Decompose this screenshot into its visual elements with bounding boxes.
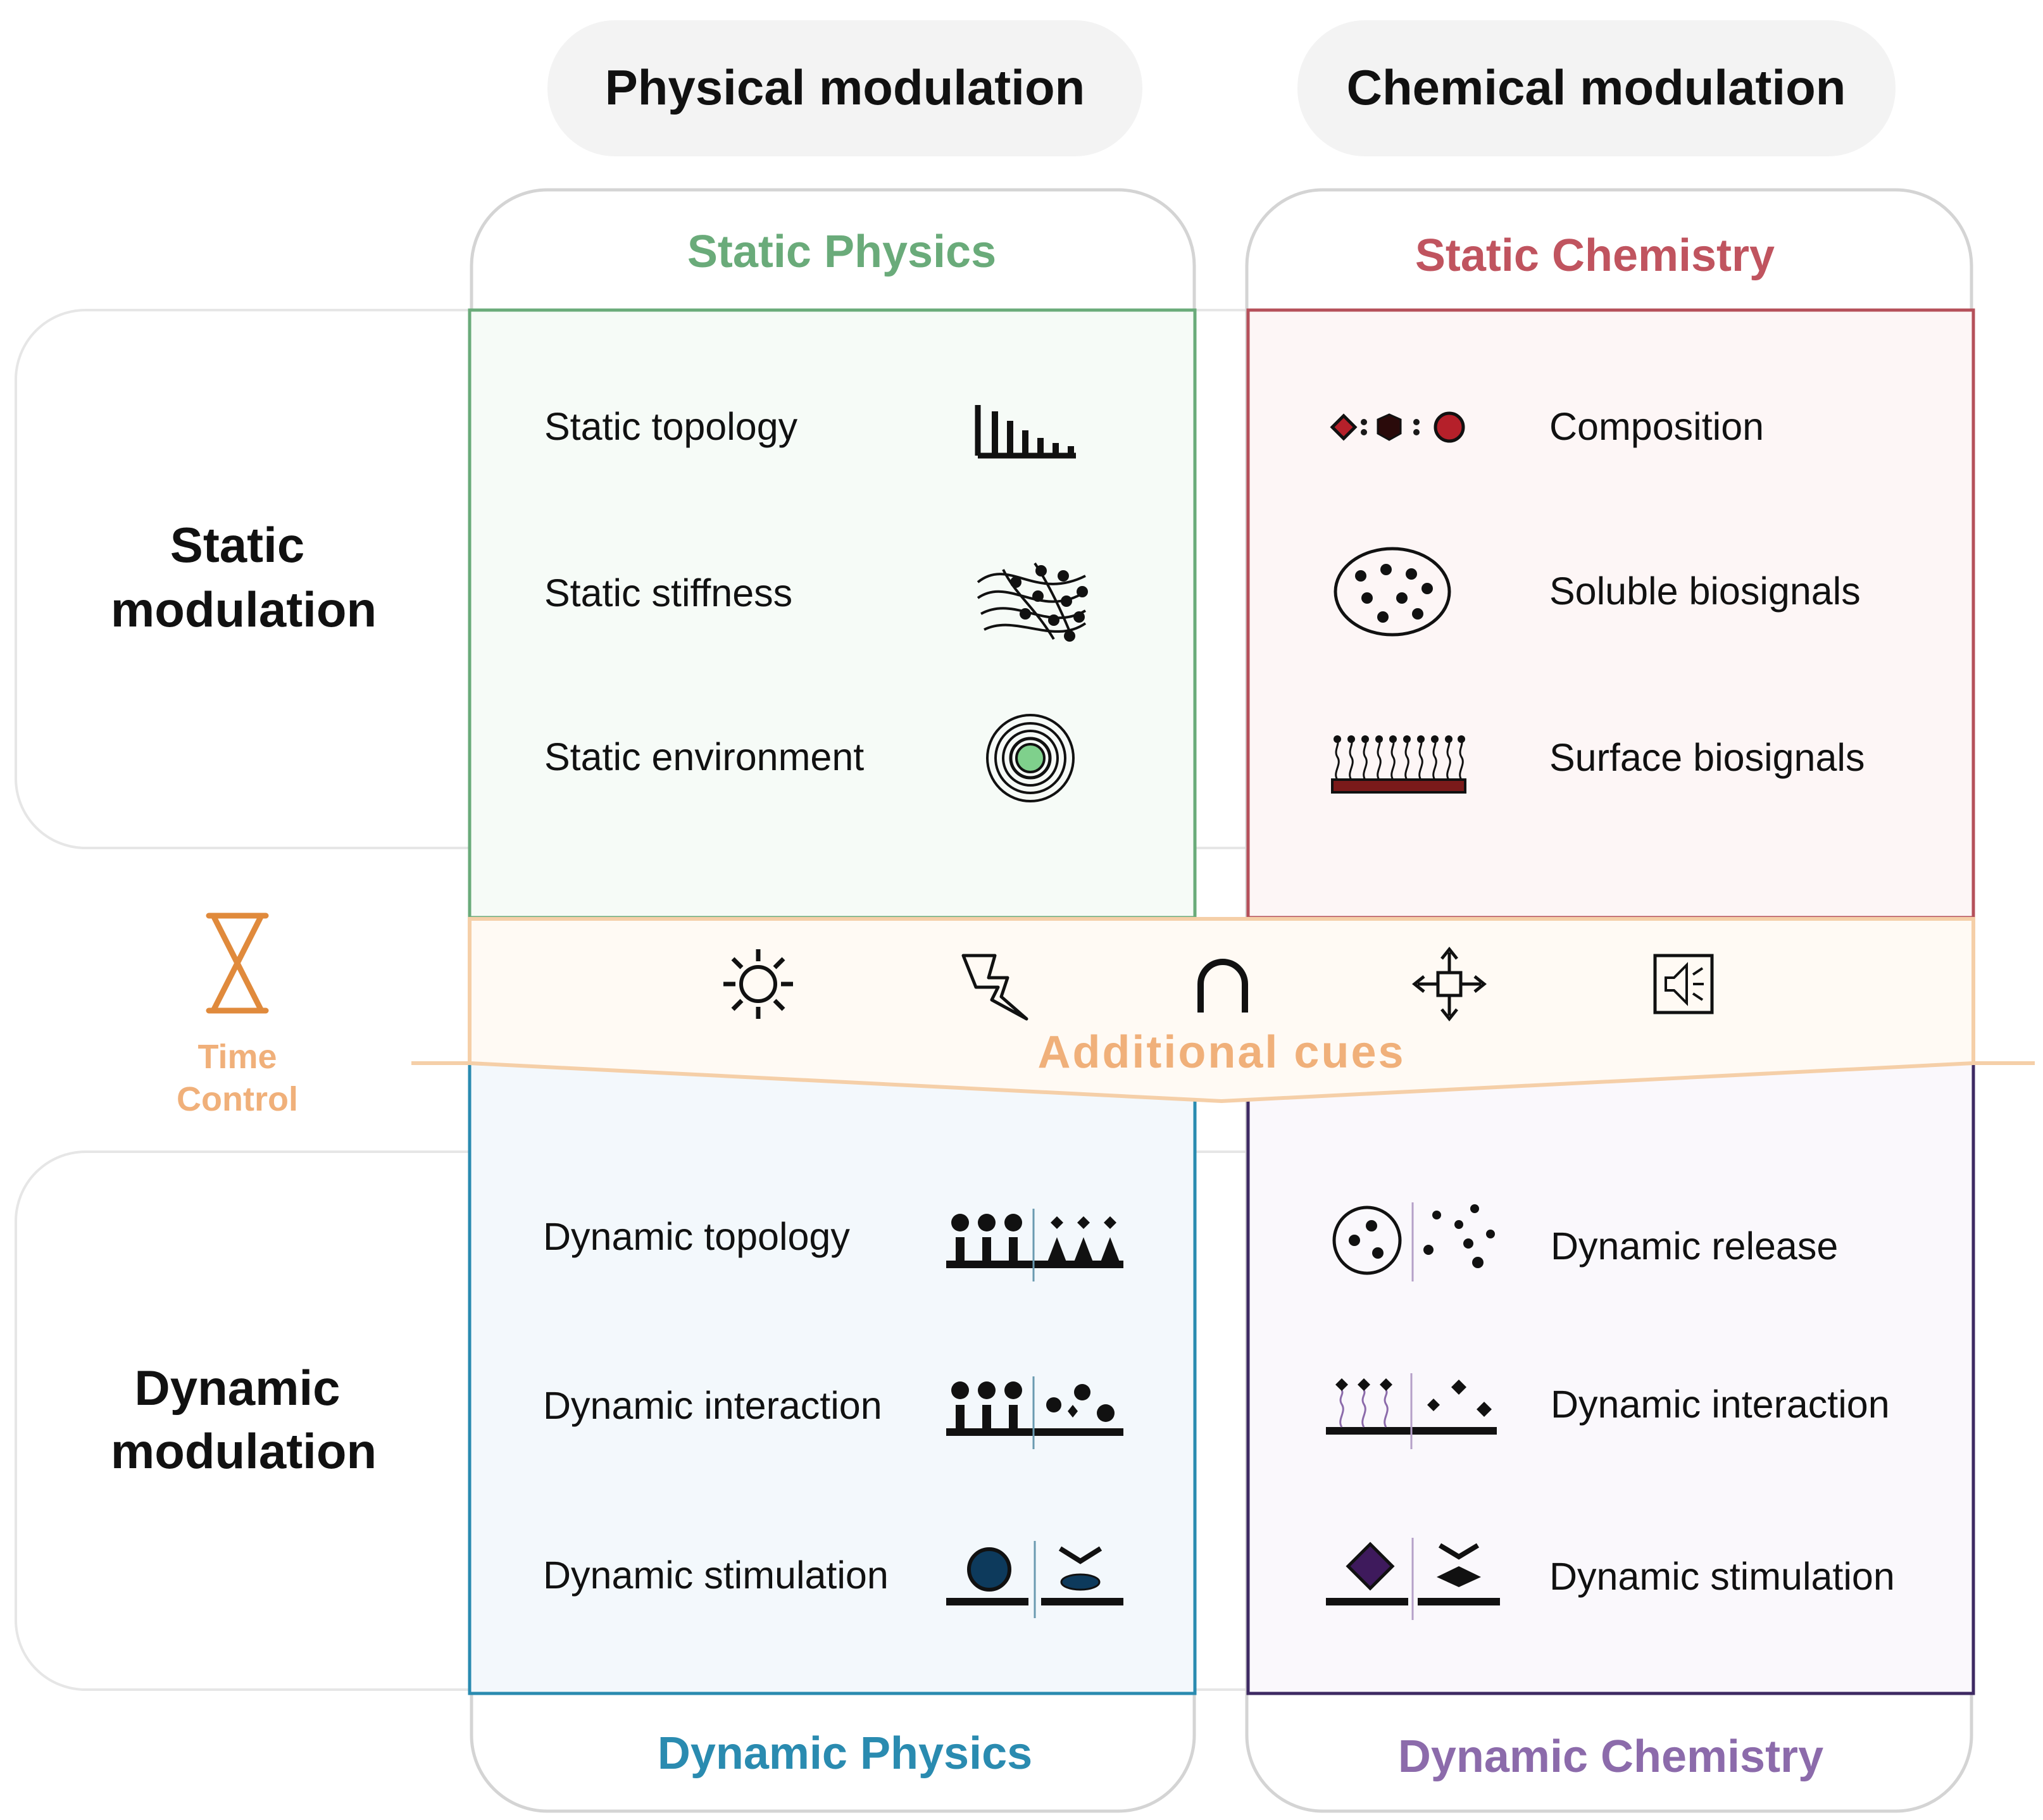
dynamic-stimulation-chemistry-label: Dynamic stimulation <box>1549 1555 1895 1598</box>
dynamic-release-icon <box>1332 1202 1495 1281</box>
chemical-modulation-header: Chemical modulation <box>1297 20 1896 156</box>
composition-label: Composition <box>1549 405 1764 448</box>
surface-biosignals-label: Surface biosignals <box>1549 736 1865 779</box>
soluble-biosignals-label: Soluble biosignals <box>1549 570 1861 613</box>
dynamic-release-label: Dynamic release <box>1551 1225 1838 1268</box>
dynamic-interaction-physics-label: Dynamic interaction <box>543 1384 882 1427</box>
static-chemistry-title: Static Chemistry <box>1415 230 1775 281</box>
dynamic-chemistry-title: Dynamic Chemistry <box>1398 1731 1823 1782</box>
dynamic-stimulation-physics-icon <box>946 1541 1123 1618</box>
chemical-modulation-title: Chemical modulation <box>1347 59 1846 115</box>
dynamic-stimulation-physics-label: Dynamic stimulation <box>543 1554 889 1597</box>
static-row-label-line-1: Static <box>170 517 304 573</box>
magnet-icon <box>1197 959 1248 1013</box>
dynamic-stimulation-chemistry-icon <box>1326 1538 1500 1620</box>
surface-chains-icon <box>1331 735 1466 794</box>
static-chemistry-panel: Static Chemistry <box>1246 230 1975 919</box>
hourglass-icon <box>206 913 269 1014</box>
fiber-network-icon <box>977 562 1088 642</box>
static-row-label-line-2: modulation <box>111 582 377 637</box>
physical-modulation-title: Physical modulation <box>605 59 1085 115</box>
mechanical-icon <box>1411 946 1487 1022</box>
static-topology-label: Static topology <box>544 405 798 448</box>
time-control-line-1: Time <box>197 1038 277 1076</box>
dynamic-interaction-chemistry-icon <box>1326 1373 1497 1449</box>
dynamic-physics-title: Dynamic Physics <box>658 1728 1032 1779</box>
additional-cues-label: Additional cues <box>1037 1027 1405 1078</box>
static-physics-panel: Static Physics <box>468 227 1197 919</box>
static-stiffness-label: Static stiffness <box>544 571 792 614</box>
dynamic-topology-icon <box>946 1209 1123 1281</box>
dynamic-row-label-line-1: Dynamic <box>134 1360 340 1416</box>
dynamic-interaction-physics-icon <box>946 1376 1123 1449</box>
time-control-line-2: Control <box>177 1080 298 1118</box>
dynamic-topology-label: Dynamic topology <box>543 1215 850 1258</box>
dotted-ellipse-icon <box>1334 547 1451 637</box>
electric-icon <box>961 954 1028 1021</box>
additional-cues-band: Additional cues <box>468 917 1975 1104</box>
molecule-shapes-icon <box>1330 411 1465 443</box>
concentric-circles-icon <box>986 714 1075 802</box>
physical-modulation-header: Physical modulation <box>547 20 1142 156</box>
static-physics-title: Static Physics <box>687 227 996 277</box>
light-icon <box>723 949 793 1019</box>
static-environment-label: Static environment <box>544 735 864 778</box>
topology-bars-icon <box>975 405 1076 459</box>
dynamic-interaction-chemistry-label: Dynamic interaction <box>1551 1383 1890 1426</box>
sound-icon <box>1653 954 1714 1014</box>
dynamic-row-label-line-2: modulation <box>111 1423 377 1479</box>
